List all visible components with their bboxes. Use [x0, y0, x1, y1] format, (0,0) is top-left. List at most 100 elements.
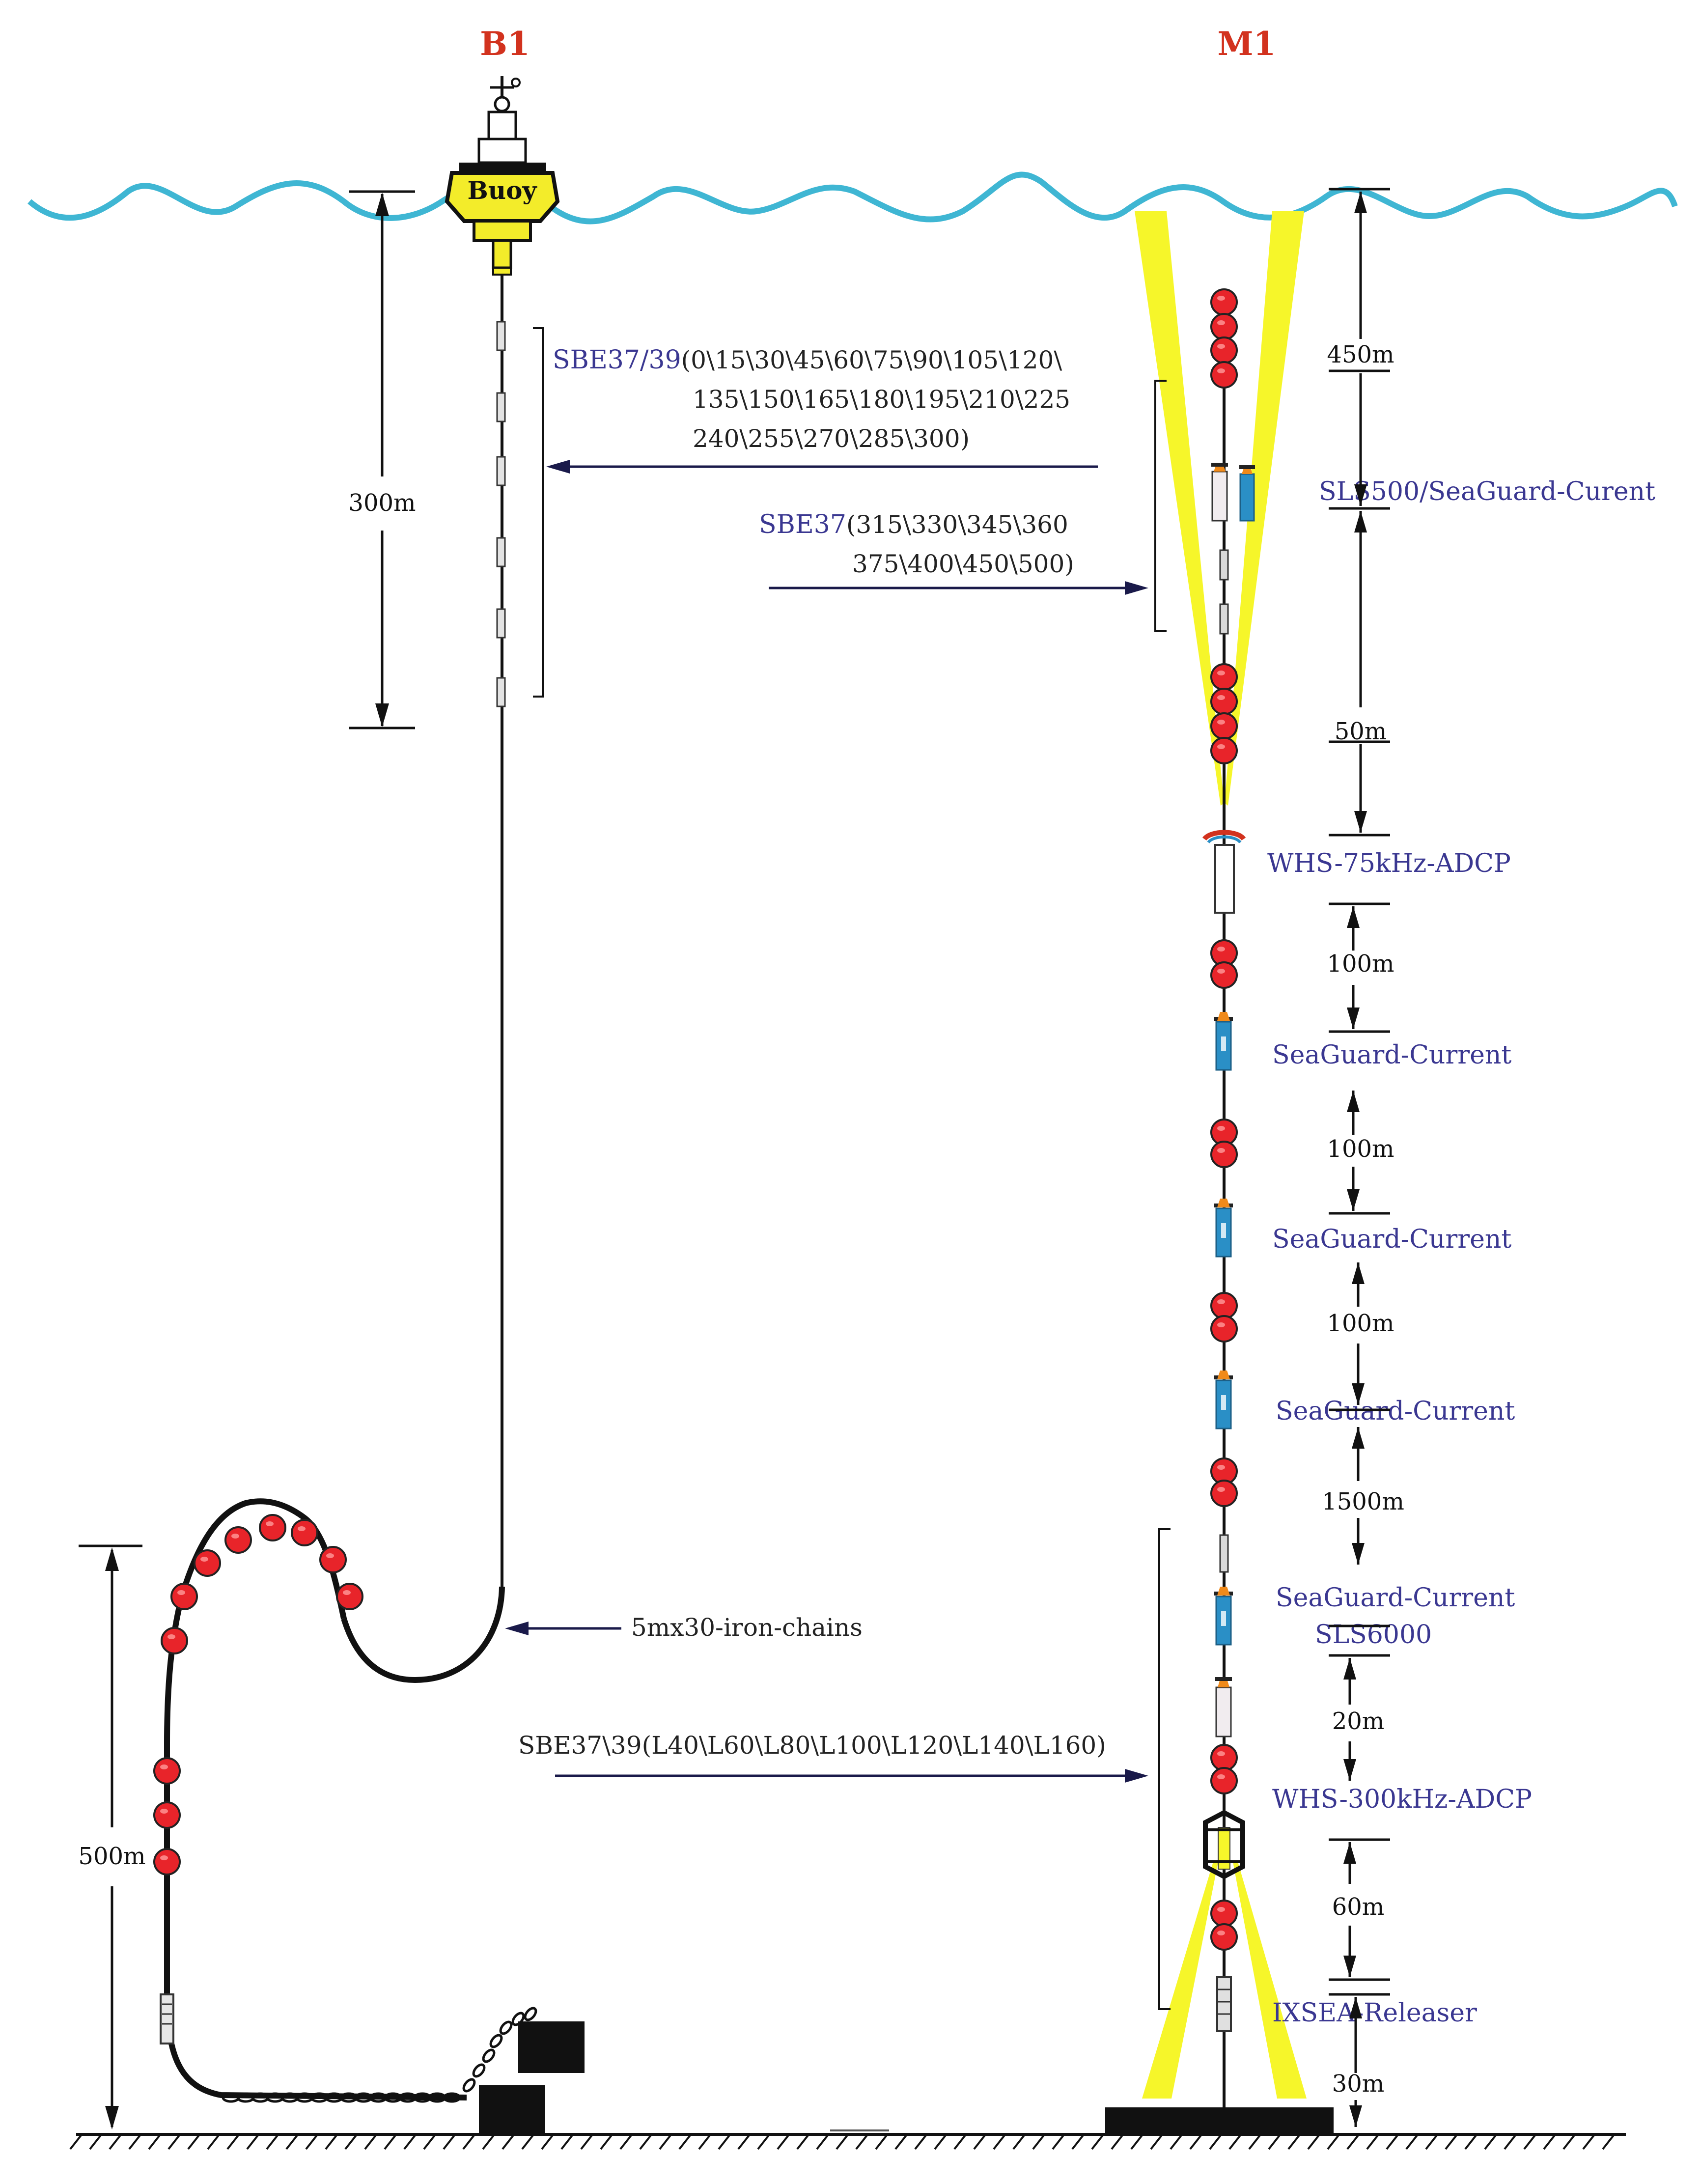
seabed-hatch	[462, 2134, 475, 2150]
chain-link	[489, 2034, 503, 2048]
sbe-upper-line-1: (0\15\30\45\60\75\90\105\120\	[681, 346, 1062, 374]
float-ball	[1210, 1923, 1238, 1951]
sbe-sensor	[1219, 603, 1229, 635]
float-ball	[1210, 663, 1238, 691]
dimension-arrowhead	[1349, 1997, 1362, 2018]
sbe-mid-name: SBE37	[759, 510, 846, 539]
b1-mooring-line	[341, 275, 505, 1683]
sea-surface	[28, 171, 1678, 224]
seabed-hatch	[1189, 2134, 1202, 2150]
dimension-arrowhead	[1352, 1383, 1365, 1405]
sbe-mid-line-2: 375\400\450\500)	[852, 550, 1074, 578]
dimension-arrowhead	[1352, 1543, 1365, 1565]
seabed-hatch	[69, 2134, 82, 2150]
seabed-hatch	[1248, 2134, 1261, 2150]
seabed-hatch	[1209, 2134, 1222, 2150]
dimension-arrowhead	[1354, 511, 1367, 532]
float-ball	[1210, 313, 1238, 340]
seabed-hatch	[1307, 2134, 1320, 2150]
float-ball	[1210, 1457, 1238, 1485]
chain-link	[462, 2078, 476, 2093]
b1-sensor-bracket	[533, 327, 544, 698]
m1-floats	[1210, 288, 1238, 1951]
seabed-hatch	[305, 2134, 318, 2150]
float-ball	[319, 1546, 347, 1573]
seabed-hatch	[1425, 2134, 1438, 2150]
dimension-arrowhead	[1354, 811, 1367, 833]
seabed-hatch	[403, 2134, 416, 2150]
seabed-hatch	[737, 2134, 750, 2150]
float-ball	[161, 1627, 188, 1654]
seabed-hatch	[187, 2134, 200, 2150]
seabed-hatch	[1032, 2134, 1045, 2150]
seabed-hatch	[226, 2134, 239, 2150]
float-ball	[1210, 961, 1238, 989]
seaguard-instrument	[1214, 1371, 1233, 1429]
m1-instrument-labels: SLS500/SeaGuard-Curent WHS-75kHz-ADCP Se…	[1267, 477, 1655, 2028]
b1-floats	[153, 1514, 363, 1876]
m1-spacing-dimensions: 450m 50m 100m 100m 100m 1500m 20m 60m 30…	[1322, 188, 1404, 2127]
seabed-hatch	[1012, 2134, 1025, 2150]
spacing-60: 60m	[1332, 1893, 1385, 1921]
label-sls6000: SLS6000	[1315, 1620, 1432, 1650]
seabed-hatch	[639, 2134, 652, 2150]
seabed-hatch	[285, 2134, 298, 2150]
dimension-arrowhead	[1347, 1189, 1360, 1211]
seabed-hatch	[796, 2134, 809, 2150]
seabed-hatch	[894, 2134, 907, 2150]
sbe-sensor	[496, 608, 506, 639]
seabed-hatch	[482, 2134, 495, 2150]
b1-depth-500: 500m	[78, 1544, 146, 2129]
seaguard-instrument	[1214, 1199, 1233, 1258]
svg-text:SBE37/39(0\15\30\45\60\75\90\1: SBE37/39(0\15\30\45\60\75\90\105\120\	[553, 345, 1062, 375]
m1-brackets	[1154, 380, 1171, 2010]
seabed-hatch	[1268, 2134, 1281, 2150]
seabed-hatch	[1582, 2134, 1595, 2150]
seabed-hatch	[914, 2134, 927, 2150]
sbe-sensor	[496, 456, 506, 486]
sbe-mid-annotation: SBE37(315\330\345\360 375\400\450\500)	[759, 510, 1148, 595]
seabed-hatch	[167, 2134, 180, 2150]
dimension-arrowhead	[1354, 192, 1367, 213]
seaguard-instrument	[1214, 1012, 1233, 1071]
label-sls500: SLS500/SeaGuard-Curent	[1319, 477, 1655, 506]
sbe-sensor	[496, 392, 506, 422]
spacing-100-b: 100m	[1327, 1135, 1394, 1163]
seabed-hatch	[678, 2134, 691, 2150]
b1-anchor-blocks	[479, 2021, 585, 2134]
chain-link	[472, 2063, 486, 2078]
label-seaguard-2: SeaGuard-Current	[1272, 1225, 1511, 1254]
spacing-30: 30m	[1332, 2070, 1385, 2098]
sbe-sensor	[496, 677, 506, 707]
seabed-hatch	[325, 2134, 337, 2150]
seabed-hatch	[560, 2134, 573, 2150]
seabed-hatch	[875, 2134, 888, 2150]
surface-buoy: Buoy	[445, 76, 560, 276]
spacing-20: 20m	[1332, 1708, 1385, 1735]
seabed-hatch	[1346, 2134, 1359, 2150]
seaguard-upper-instrument	[1239, 465, 1255, 522]
seabed-hatch	[1052, 2134, 1064, 2150]
m1-seaguard-instruments	[1214, 1012, 1233, 1646]
float-ball	[153, 1757, 181, 1785]
chains-annotation: 5mx30-iron-chains	[505, 1613, 863, 1642]
seabed-hatch	[1602, 2134, 1615, 2150]
float-ball	[1210, 1315, 1238, 1343]
seabed-hatch	[1111, 2134, 1123, 2150]
b1-anchor-chain	[222, 2007, 537, 2103]
float-ball	[153, 1801, 181, 1829]
seabed-hatch	[816, 2134, 829, 2150]
m1-releaser	[1216, 1976, 1232, 2032]
float-ball	[1210, 1900, 1238, 1927]
sbe-upper-line-2: 135\150\165\180\195\210\225	[693, 385, 1070, 414]
m1-sbe-sensors-upper	[1219, 549, 1229, 635]
sls500-instrument	[1211, 463, 1228, 522]
float-ball	[1210, 1744, 1238, 1771]
b1-bottom-arch	[164, 1498, 467, 2100]
b1-depth-300: 300m	[348, 190, 416, 729]
seabed-hatch	[619, 2134, 632, 2150]
sls6000-instrument	[1215, 1677, 1232, 1737]
spacing-100-a: 100m	[1327, 950, 1394, 978]
adcp-75-instrument	[1202, 830, 1246, 914]
